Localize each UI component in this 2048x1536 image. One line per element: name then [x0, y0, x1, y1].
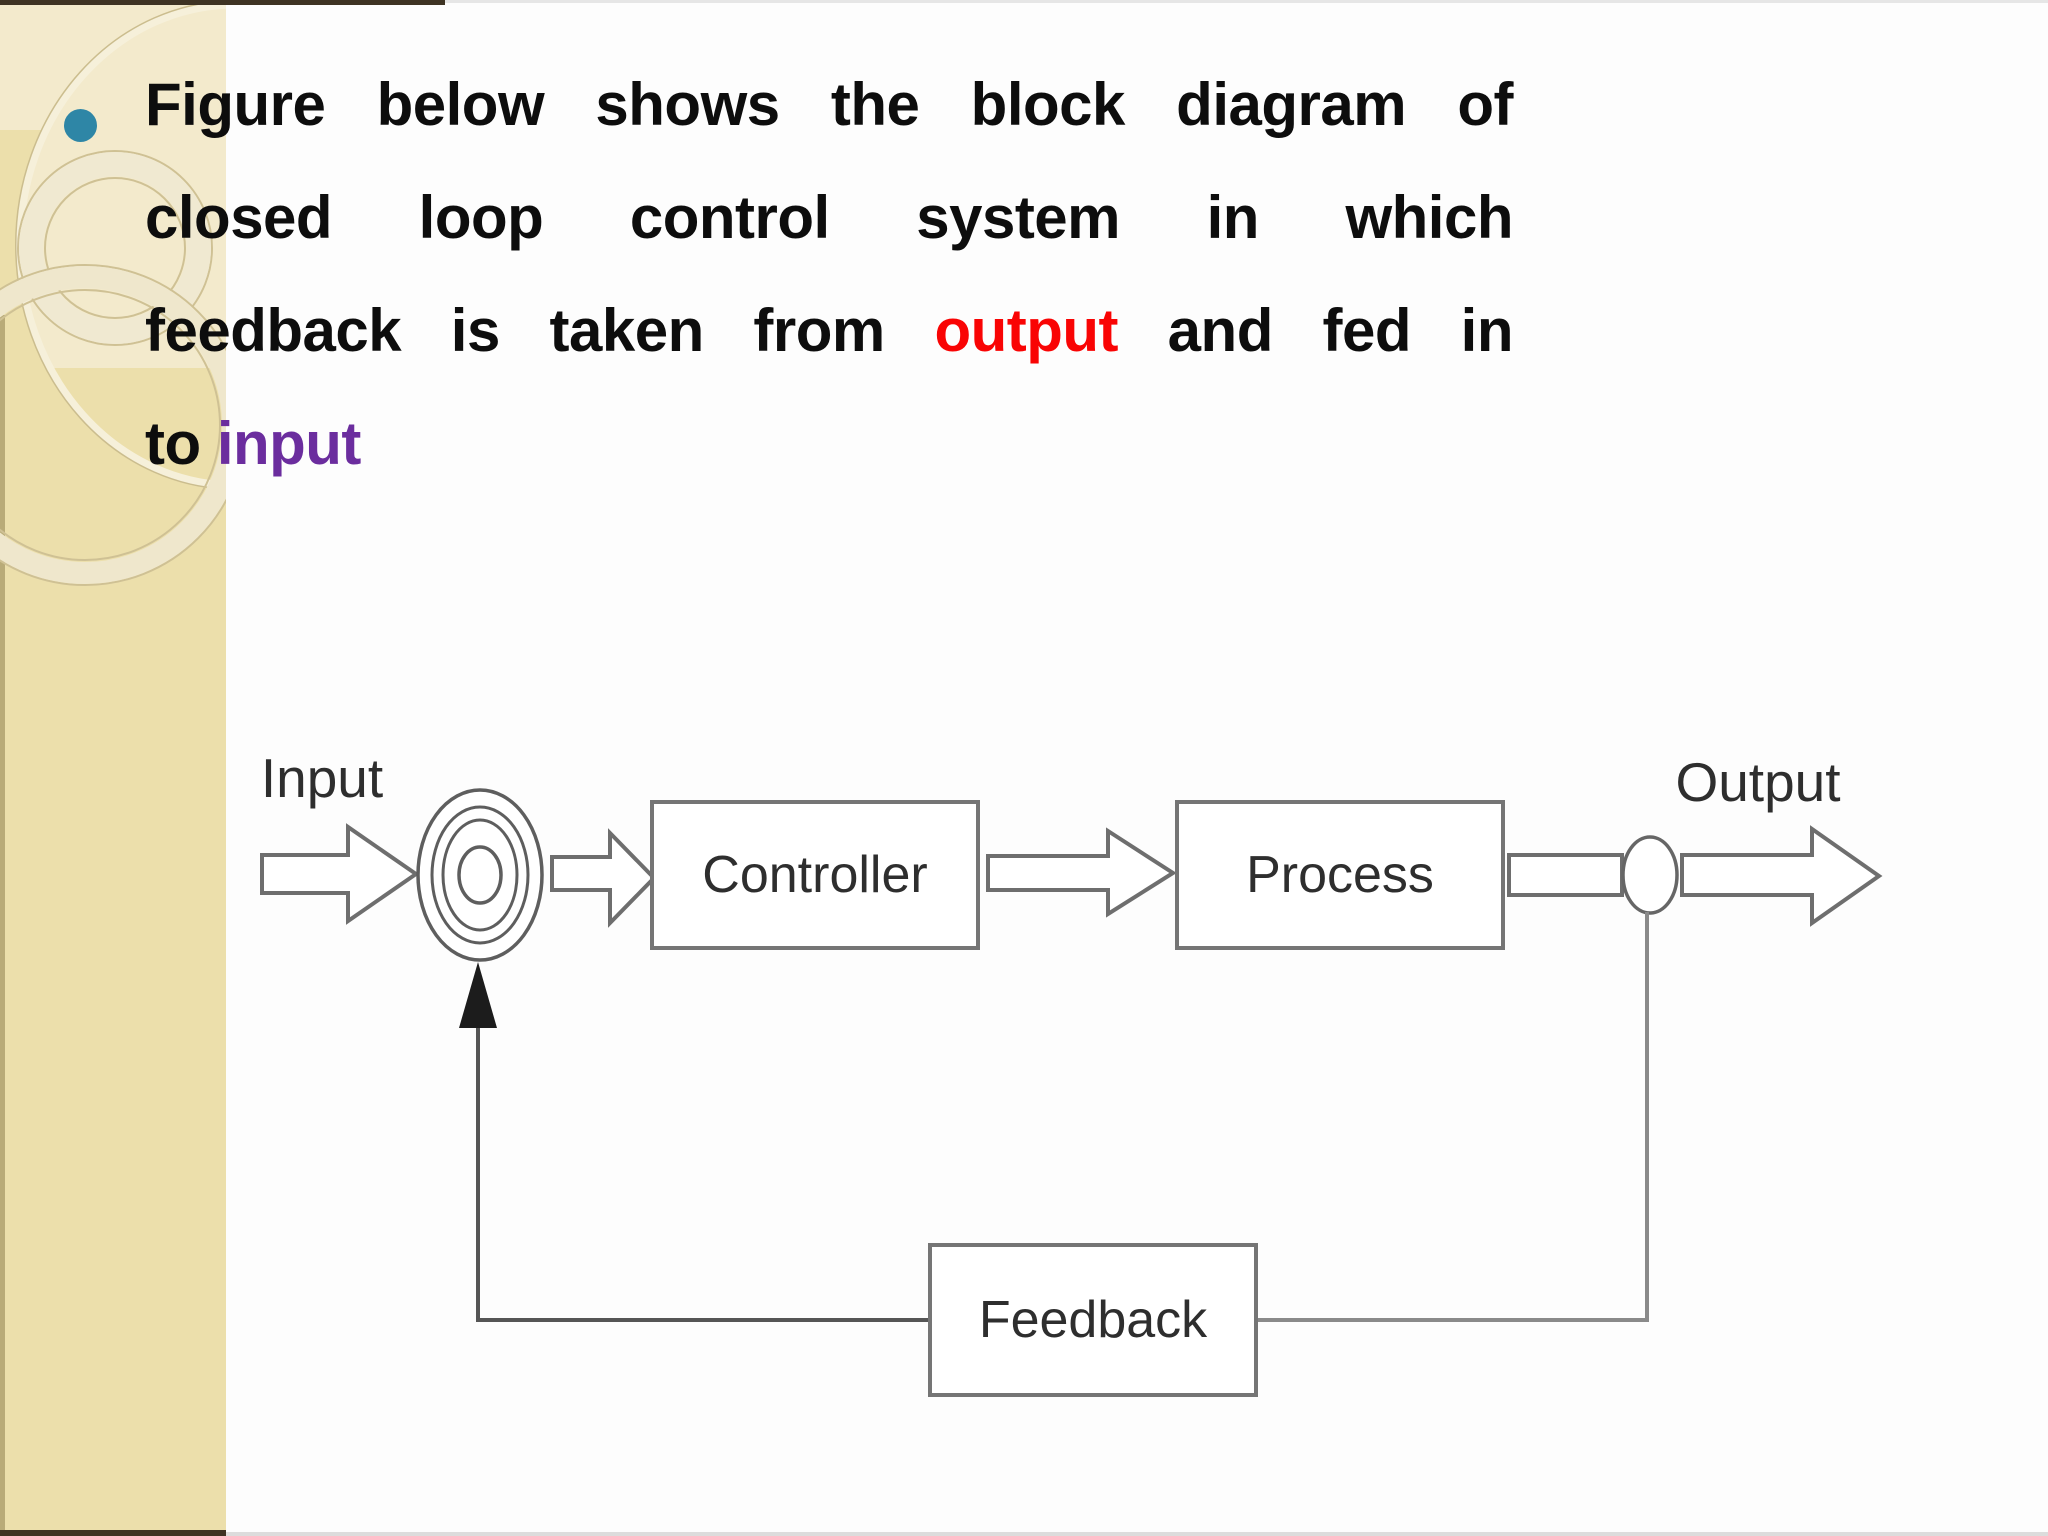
- paragraph-line-2: closed loop control system in which: [145, 161, 1514, 274]
- feedback-block: Feedback: [928, 1243, 1258, 1397]
- text-segment: and fed in: [1118, 297, 1514, 364]
- top-edge-light-strip: [445, 0, 2048, 3]
- controller-block: Controller: [650, 800, 980, 950]
- highlighted-word-output: output: [934, 297, 1118, 364]
- junction-to-controller-arrow: [550, 828, 657, 928]
- feedback-block-label: Feedback: [978, 1291, 1208, 1349]
- process-block: Process: [1175, 800, 1505, 950]
- bottom-edge-dark-strip: [0, 1530, 226, 1536]
- summing-junction: [416, 788, 544, 962]
- feedback-line-right: [1258, 912, 1649, 1322]
- text-segment: Figure below shows the block diagram of: [145, 71, 1514, 138]
- takeoff-point: [1621, 835, 1679, 915]
- sidebar-circles-art: [0, 0, 226, 1536]
- process-to-takeoff-shaft: [1507, 853, 1624, 897]
- bottom-edge-light-strip: [226, 1532, 2048, 1536]
- text-segment: closed loop control system in which: [145, 184, 1514, 251]
- controller-block-label: Controller: [702, 846, 928, 904]
- paragraph-line-4: to input: [145, 387, 1513, 500]
- slide-paragraph: Figure below shows the block diagram of …: [145, 48, 1514, 500]
- controller-to-process-arrow: [986, 827, 1177, 918]
- highlighted-word-input: input: [216, 410, 362, 477]
- paragraph-line-3: feedback is taken from output and fed in: [145, 274, 1514, 387]
- sidebar-decoration: [0, 0, 226, 1536]
- output-flow-label: Output: [1675, 751, 1841, 813]
- input-flow-label: Input: [260, 747, 384, 809]
- text-segment: feedback is taken from: [145, 297, 935, 364]
- output-arrow: [1680, 825, 1883, 927]
- bullet-point-dot: [64, 109, 97, 142]
- input-arrow: [260, 823, 420, 925]
- feedback-arrowhead: [459, 962, 497, 1028]
- process-block-label: Process: [1246, 846, 1434, 904]
- paragraph-line-1: Figure below shows the block diagram of: [145, 48, 1514, 161]
- feedback-line-left: [476, 1022, 928, 1322]
- top-edge-dark-strip: [0, 0, 445, 5]
- text-segment: to: [145, 410, 217, 477]
